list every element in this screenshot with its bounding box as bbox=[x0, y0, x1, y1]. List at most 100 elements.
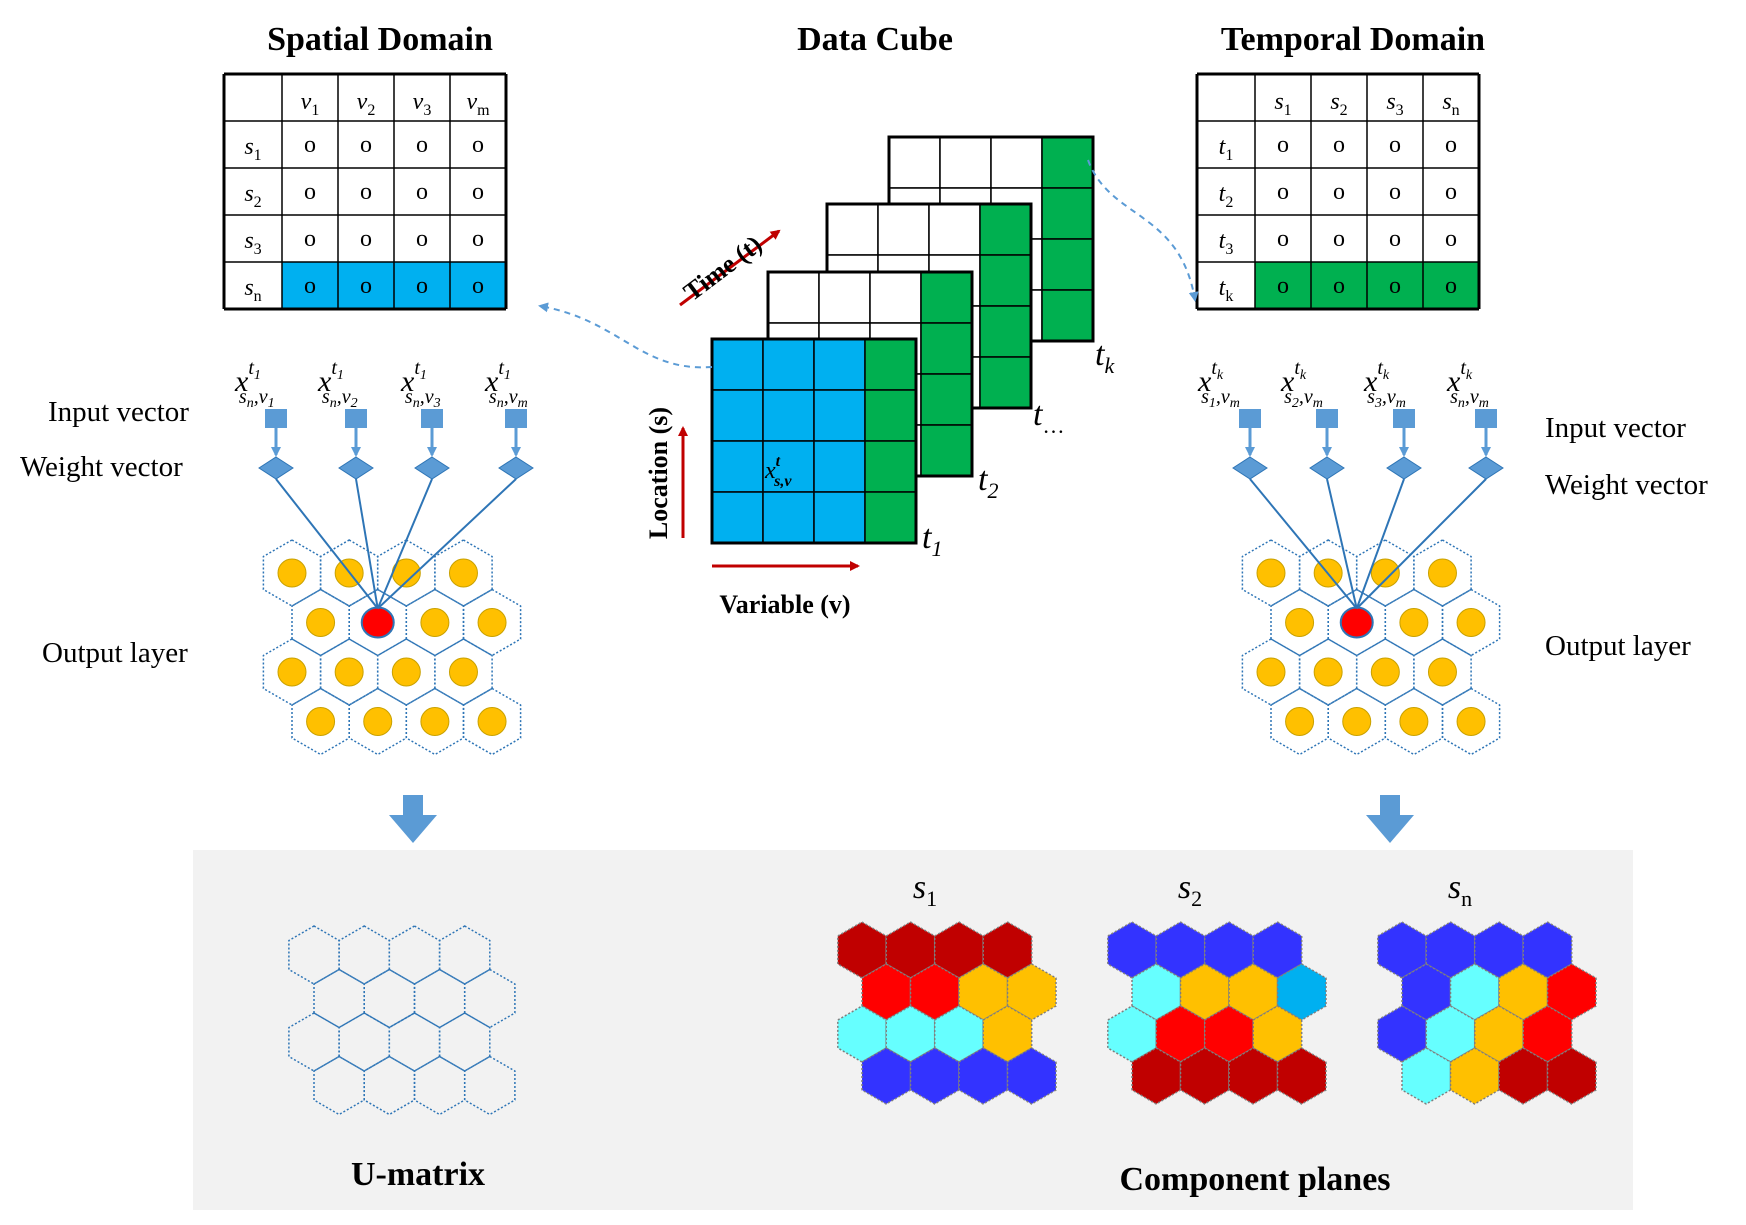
input-subscript: s bbox=[1367, 386, 1375, 408]
table-cell-value: o bbox=[360, 179, 372, 205]
header-subscript: 2 bbox=[1340, 102, 1348, 119]
plane-hex bbox=[1473, 1005, 1524, 1063]
header-symbol: v bbox=[301, 89, 312, 115]
row-header: t3 bbox=[1219, 228, 1234, 258]
cube-cell bbox=[864, 389, 917, 442]
cube-cell bbox=[920, 373, 973, 426]
input-node bbox=[1239, 409, 1261, 428]
highlight-cell bbox=[1423, 262, 1479, 309]
input-superscript: t bbox=[414, 357, 420, 379]
u-matrix-label: U-matrix bbox=[351, 1156, 485, 1193]
header-symbol: v bbox=[357, 89, 368, 115]
u-matrix-hex bbox=[438, 1012, 491, 1072]
input-symbol: x bbox=[1363, 365, 1378, 398]
input-subscript-rest-index: 1 bbox=[268, 396, 275, 411]
output-hex bbox=[434, 539, 493, 607]
input-subscript: s bbox=[405, 386, 413, 408]
cube-layer-border bbox=[710, 337, 918, 545]
weight-node bbox=[338, 456, 374, 480]
header-subscript: 1 bbox=[1225, 147, 1233, 164]
input-subscript-rest: ,v bbox=[1465, 386, 1479, 408]
plane-hex bbox=[885, 1005, 936, 1063]
row-header: t1 bbox=[1219, 134, 1234, 164]
input-superscript-index: 1 bbox=[504, 368, 511, 383]
header-symbol: t bbox=[1219, 275, 1227, 301]
plane-hex bbox=[1473, 921, 1524, 979]
column-header: v2 bbox=[357, 89, 376, 119]
highlight-cell bbox=[1367, 262, 1423, 309]
bmu-node bbox=[1339, 606, 1374, 639]
header-symbol: s bbox=[244, 275, 253, 301]
input-subscript-rest: ,v bbox=[1382, 386, 1396, 408]
input-superscript-index: k bbox=[1466, 368, 1473, 383]
variable-axis-label: Variable (v) bbox=[719, 590, 850, 619]
cube-cell bbox=[762, 491, 815, 544]
cube-cell bbox=[877, 203, 930, 256]
table-cell-value: o bbox=[1389, 132, 1401, 158]
table-cell-value: o bbox=[416, 132, 428, 158]
output-node bbox=[1285, 608, 1315, 637]
u-matrix-grid bbox=[288, 925, 516, 1116]
plane-hex bbox=[982, 921, 1033, 979]
header-subscript: 2 bbox=[367, 102, 375, 119]
table-cell-value: o bbox=[1277, 179, 1289, 205]
header-subscript: 1 bbox=[254, 147, 262, 164]
highlight-cell bbox=[394, 262, 450, 309]
left-down-arrow bbox=[389, 795, 437, 843]
layer-label: t2 bbox=[978, 461, 998, 503]
data-cube-title: Data Cube bbox=[797, 21, 953, 58]
plane-hex bbox=[837, 1005, 887, 1063]
plane-hex bbox=[837, 921, 887, 979]
output-node bbox=[1370, 657, 1400, 687]
header-subscript: 1 bbox=[311, 102, 319, 119]
input-superscript: t bbox=[331, 357, 337, 379]
plane-label-symbol: s bbox=[1448, 869, 1461, 906]
plane-hex bbox=[1425, 921, 1476, 979]
plane-hex bbox=[1276, 1047, 1327, 1105]
output-node bbox=[391, 657, 421, 687]
table-cell-value: o bbox=[1445, 132, 1457, 158]
header-symbol: s bbox=[1274, 89, 1283, 115]
cube-cell bbox=[990, 136, 1043, 189]
table-cell-value: o bbox=[1333, 179, 1345, 205]
table-cell-value: o bbox=[1389, 273, 1401, 299]
cube-cell bbox=[920, 271, 973, 324]
row-header: s3 bbox=[244, 228, 261, 258]
weight-node bbox=[1232, 456, 1268, 480]
input-subscript-rest: ,v bbox=[337, 386, 351, 408]
cube-to-spatial-connector bbox=[538, 302, 713, 369]
table-cell-value: o bbox=[1333, 273, 1345, 299]
weight-node bbox=[498, 456, 534, 480]
cube-cell bbox=[920, 424, 973, 477]
highlight-cell bbox=[338, 262, 394, 309]
output-node bbox=[448, 558, 478, 588]
output-node bbox=[1427, 558, 1457, 588]
header-symbol: s bbox=[244, 134, 253, 160]
input-subscript-index: 2 bbox=[1292, 396, 1299, 411]
column-header: v3 bbox=[413, 89, 432, 119]
row-header: sn bbox=[244, 275, 261, 305]
layer-label-subscript: 2 bbox=[987, 478, 998, 503]
plane-label: s2 bbox=[1178, 869, 1202, 911]
weight-node bbox=[1309, 456, 1345, 480]
header-subscript: 2 bbox=[1225, 194, 1233, 211]
cube-cell bbox=[762, 389, 815, 442]
table-cell-value: o bbox=[416, 179, 428, 205]
column-header: sn bbox=[1442, 89, 1459, 119]
output-hex bbox=[1441, 687, 1501, 756]
u-matrix-hex bbox=[463, 1055, 516, 1116]
layer-label-symbol: t bbox=[1033, 396, 1044, 433]
plane-label-subscript: 2 bbox=[1191, 886, 1202, 911]
weight-connection bbox=[1355, 478, 1405, 609]
plane-label-symbol: s bbox=[1178, 869, 1191, 906]
cube-cell bbox=[813, 338, 866, 391]
header-subscript: 3 bbox=[254, 241, 262, 258]
input-superscript: t bbox=[1211, 357, 1217, 379]
input-node bbox=[1475, 409, 1497, 428]
input-superscript-index: 1 bbox=[254, 368, 261, 383]
